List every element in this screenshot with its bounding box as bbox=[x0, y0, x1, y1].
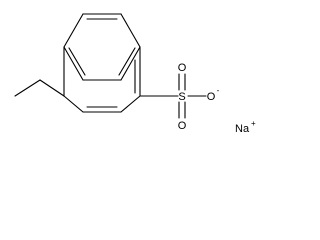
bond bbox=[14, 79, 41, 97]
upper-benzene-ring bbox=[63, 13, 141, 81]
sulfonate-group: O S O - O bbox=[139, 62, 220, 132]
double-bond-inner bbox=[118, 47, 136, 76]
atom-s: S bbox=[178, 91, 185, 103]
bond bbox=[63, 13, 84, 48]
bond bbox=[120, 13, 141, 48]
sodium-counterion: Na + bbox=[235, 119, 256, 135]
bond bbox=[39, 79, 65, 97]
bond bbox=[63, 46, 84, 81]
lower-benzene-ring bbox=[63, 46, 141, 113]
atom-o-anion: O bbox=[207, 91, 216, 103]
bond bbox=[120, 95, 141, 113]
double-bond-inner bbox=[68, 47, 86, 76]
positive-charge: + bbox=[251, 119, 256, 128]
atom-o-bottom: O bbox=[178, 120, 187, 132]
atom-o-top: O bbox=[178, 62, 187, 74]
ethyl-group bbox=[14, 79, 65, 97]
bond bbox=[63, 95, 84, 113]
bond bbox=[120, 46, 141, 81]
atom-na: Na bbox=[235, 123, 250, 135]
chemical-structure: O S O - O Na + bbox=[14, 13, 256, 135]
negative-charge: - bbox=[217, 86, 220, 95]
